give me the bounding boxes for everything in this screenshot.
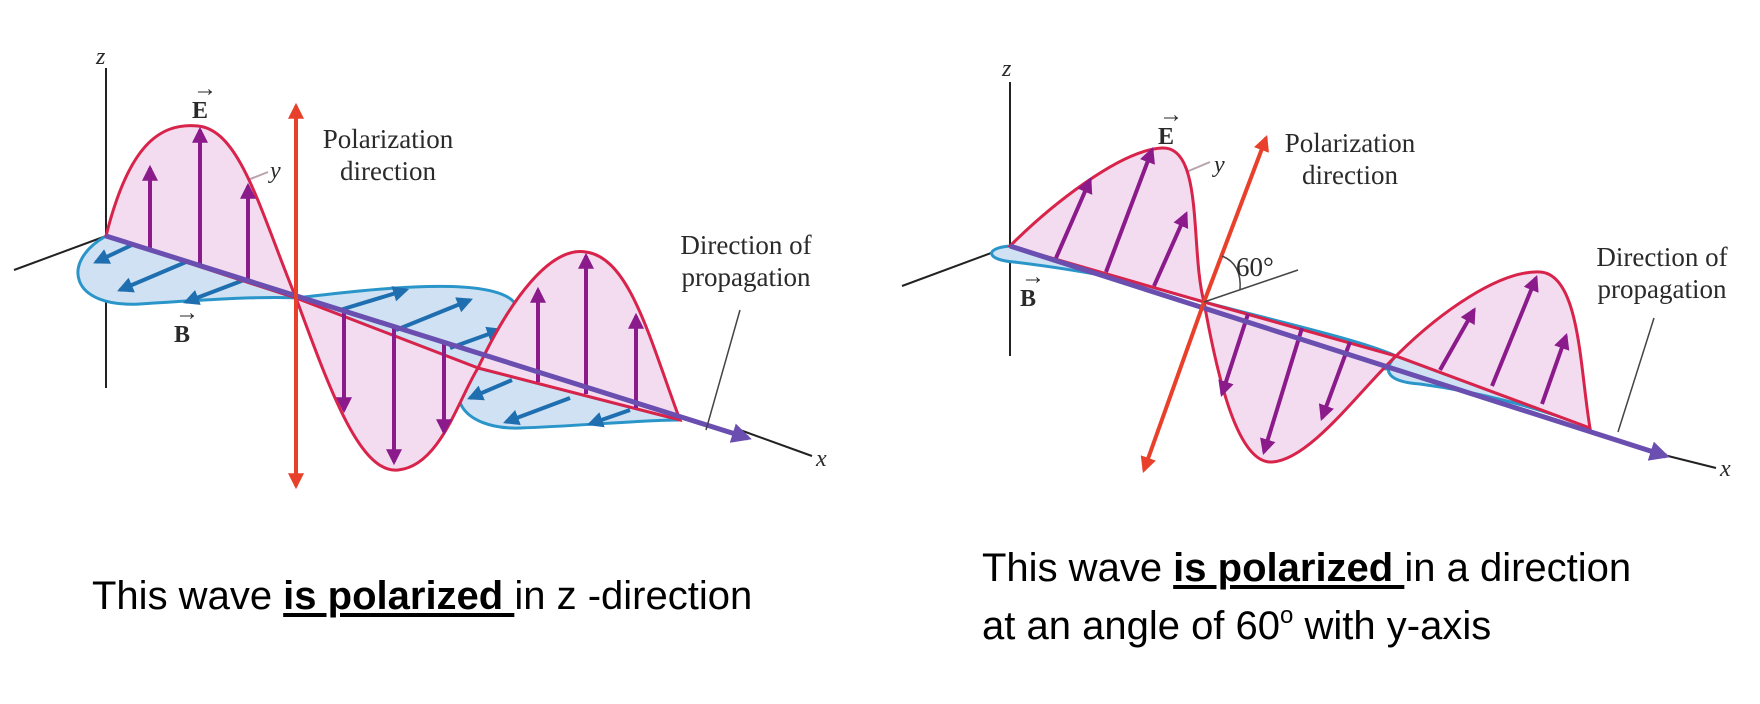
right-caption-line2-suffix: with y-axis [1293,604,1492,648]
left-polarization-label-2: direction [340,156,436,186]
right-propagation-leader [1617,317,1655,433]
left-propagation-axis [105,233,752,443]
right-angle-arc [1221,255,1241,291]
right-wave-diagram: z y x E → B → 60° Polarization direction… [901,56,1731,482]
right-angle-reference [1203,269,1299,303]
right-polarization-arrow [1202,135,1269,303]
right-caption-line1-prefix: This wave [982,546,1174,590]
right-caption-line2-prefix: at an angle of 60 [982,604,1281,648]
right-b-label: B [1020,286,1036,312]
left-caption: This wave is polarized in z -direction [92,572,752,620]
right-polarization-label-2: direction [1302,160,1398,190]
left-e-arrows [142,126,644,466]
left-b-vector-arrow: → [175,300,199,326]
right-caption-bold: is polarized [1173,546,1405,590]
left-x-axis-tail [739,429,813,457]
left-caption-bold: is polarized [283,574,515,618]
right-caption: This wave is polarized in a direction at… [982,544,1631,650]
right-propagation-axis [1009,243,1670,461]
right-e-arrows [1054,147,1570,456]
left-e-lobe-2 [293,295,481,472]
right-propagation-label-2: propagation [1598,274,1727,304]
left-wave-diagram: z y x E → B → Polarization direction Dir… [13,44,827,490]
right-x-label: x [1719,456,1731,482]
right-e-label: E [1158,124,1174,150]
right-polarization-arrow-down [1140,301,1206,474]
right-z-label: z [1001,56,1012,82]
right-propagation-label-1: Direction of [1596,242,1727,272]
left-e-vector-arrow: → [193,76,217,102]
left-b-arrows [93,242,631,428]
left-e-lobe-3 [475,250,683,423]
right-angle-label: 60° [1236,252,1274,282]
right-b-vector-arrow: → [1021,264,1045,290]
right-e-lobe-3 [1393,270,1592,431]
left-y-label: y [268,158,281,184]
left-y-axis-front [13,235,107,271]
left-polarization-label-1: Polarization [323,124,454,154]
left-propagation-leader [705,309,741,431]
left-z-label: z [95,44,106,70]
left-propagation-label-2: propagation [682,262,811,292]
left-caption-suffix: in z -direction [514,574,753,618]
right-x-axis-tail [1659,453,1717,469]
left-x-label: x [815,446,827,472]
right-caption-degree: o [1280,602,1294,629]
left-propagation-label-1: Direction of [680,230,811,260]
right-caption-line1-suffix: in a direction [1404,546,1632,590]
right-e-lobe-2 [1202,299,1399,464]
right-caption-line2: at an angle of 60o with y-axis [982,592,1631,650]
right-y-label: y [1212,152,1225,178]
left-e-label: E [192,98,208,124]
right-caption-line1: This wave is polarized in a direction [982,544,1631,592]
right-polarization-label-1: Polarization [1285,128,1416,158]
left-b-label: B [174,322,190,348]
left-caption-prefix: This wave [92,574,284,618]
right-e-vector-arrow: → [1159,102,1183,128]
right-e-lobe-1 [1007,146,1207,305]
